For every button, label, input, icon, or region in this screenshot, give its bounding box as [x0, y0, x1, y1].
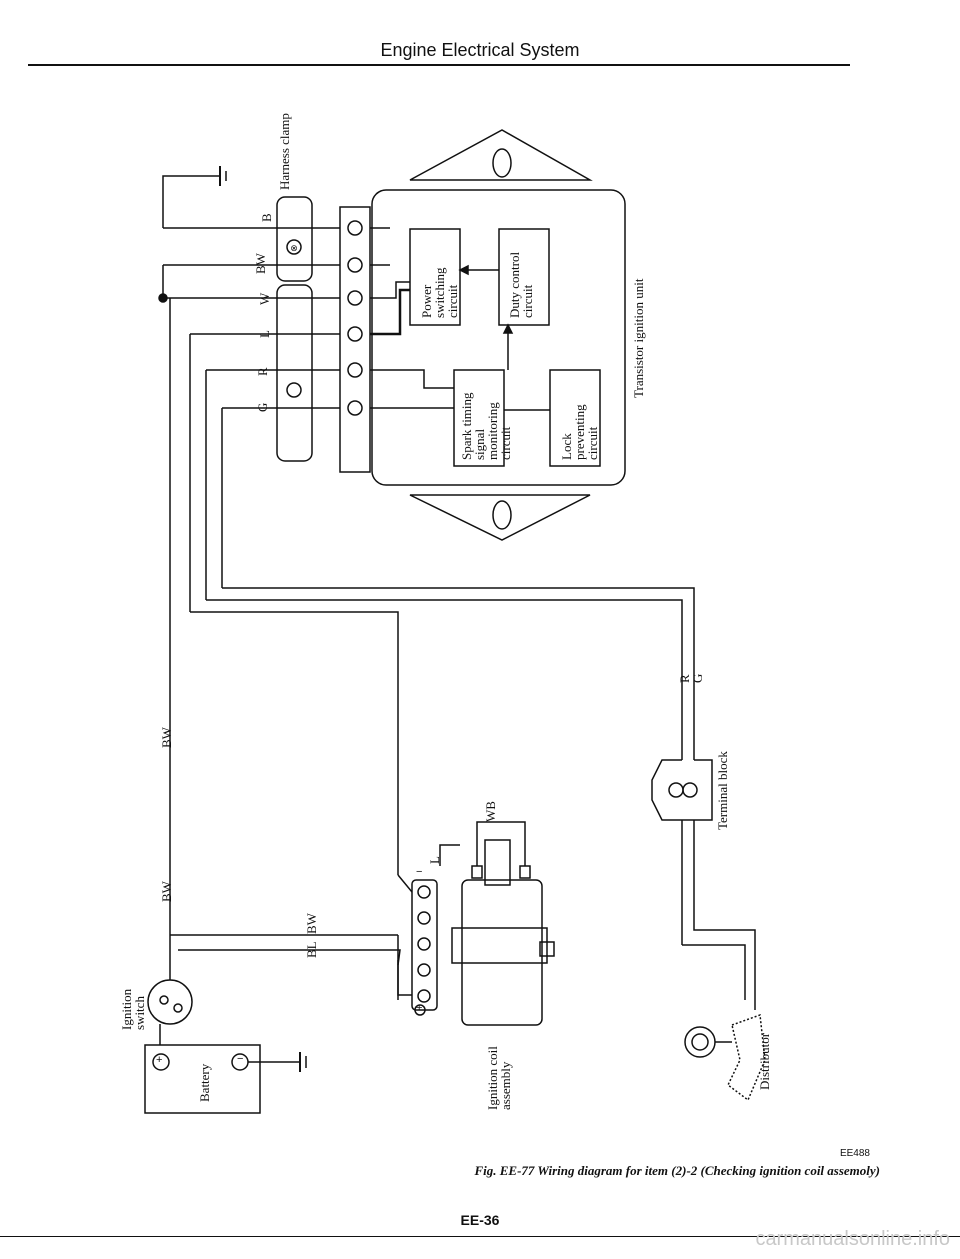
junction-dot [158, 293, 168, 303]
wire-label-b: B [259, 213, 274, 222]
wire-label-bw-main-lower: BW [159, 881, 174, 902]
battery-minus-icon: − [237, 1053, 244, 1065]
page-header: Engine Electrical System [380, 40, 580, 60]
wire-label-r: R [255, 367, 270, 376]
coil-plus-icon: + [416, 1002, 423, 1014]
distributor-label: Distributor [757, 1032, 772, 1090]
watermark: carmanualsonline.info [755, 1228, 950, 1250]
figure-id: EE488 [839, 1148, 870, 1159]
terminal-block-shape [651, 759, 756, 1010]
ignition-coil-shape [397, 821, 555, 1026]
wire-label-g: G [255, 402, 270, 412]
harness-clamp-shape: ⊗ [276, 196, 313, 462]
battery-shape [144, 1044, 307, 1114]
wire-label-bw-coil: BW [304, 913, 319, 934]
ignition-switch-label: Ignition switch [119, 988, 147, 1030]
connector-block [339, 206, 371, 473]
figure-caption: Fig. EE-77 Wiring diagram for item (2)-2… [474, 1163, 880, 1178]
transistor-unit-label: Transistor ignition unit [631, 278, 646, 398]
wire-label-wb: WB [483, 801, 498, 822]
footer-rule [0, 1236, 960, 1237]
wire-label-l-coil: L [427, 856, 442, 864]
terminal-block-label: Terminal block [715, 751, 730, 830]
header-rule [28, 64, 850, 66]
ignition-coil-label: Ignition coil assembly [485, 1046, 513, 1110]
wire-label-w: W [257, 292, 272, 305]
battery-label: Battery [197, 1063, 212, 1102]
transistor-unit-shape [371, 129, 626, 541]
coil-minus-icon: − [416, 866, 423, 878]
spark-timing-label: Spark timing signal monitoring circuit [459, 392, 513, 460]
ground-symbol-top [162, 166, 227, 228]
power-switching-label: Power switching circuit [419, 267, 460, 318]
wire-label-bl: BL [304, 941, 319, 958]
svg-text:⊗: ⊗ [290, 243, 298, 253]
lock-preventing-label: Lock preventing circuit [559, 404, 600, 460]
duty-control-label: Duty control circuit [507, 251, 535, 318]
ignition-switch-shape [147, 975, 193, 1045]
distributor-shape [684, 1013, 766, 1102]
battery-plus-icon: + [156, 1054, 163, 1066]
harness-clamp-label: Harness clamp [277, 113, 292, 190]
page-number: EE-36 [460, 1212, 500, 1228]
wire-label-bw-main-upper: BW [159, 727, 174, 748]
wire-label-rg-g: G [690, 673, 705, 683]
wire-label-bw: BW [253, 253, 268, 274]
wire-label-l: L [257, 330, 272, 338]
